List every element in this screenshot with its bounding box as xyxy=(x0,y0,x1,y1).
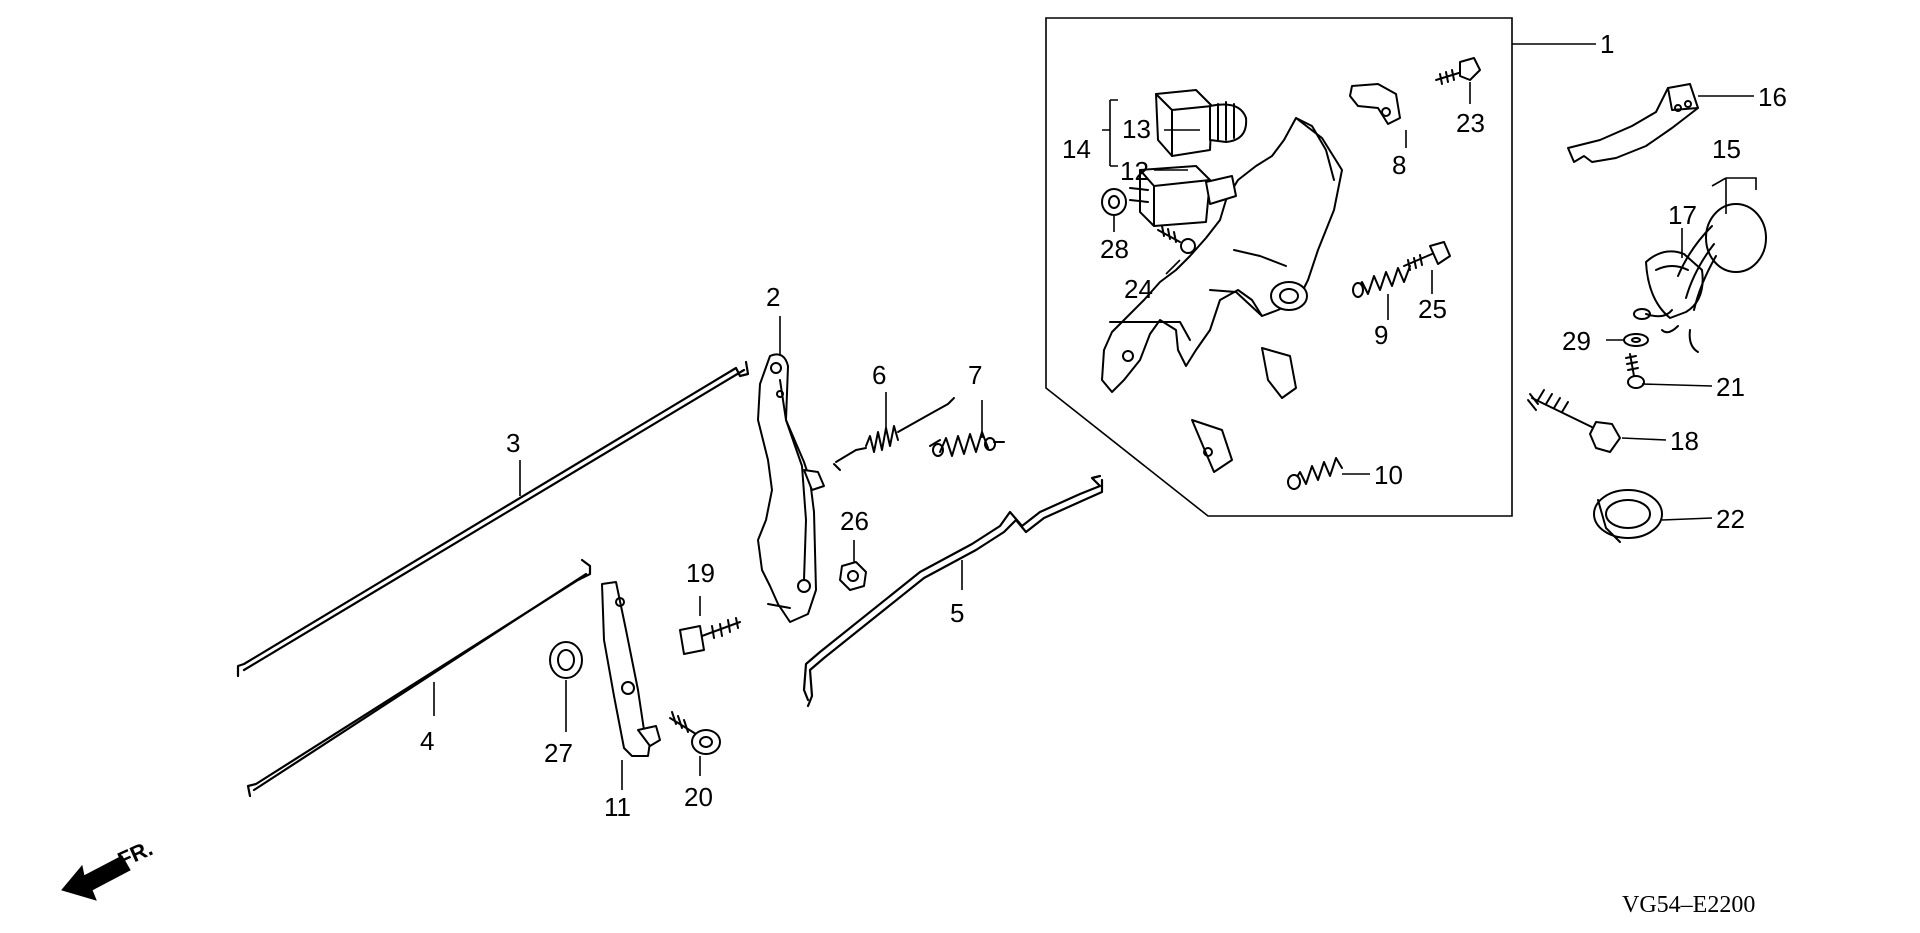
callout-16: 16 xyxy=(1758,82,1787,112)
switch-body-13 xyxy=(1155,89,1248,157)
spring-7 xyxy=(929,431,1005,457)
bolt-19 xyxy=(679,617,741,655)
callout-labels: 1 2 3 4 5 6 7 8 9 10 11 12 13 14 15 16 1… xyxy=(420,29,1787,822)
callout-27: 27 xyxy=(544,738,573,768)
callout-5: 5 xyxy=(950,598,964,628)
grommet-27 xyxy=(549,641,583,679)
front-direction-arrow: FR. xyxy=(61,835,156,901)
bolt-20 xyxy=(669,711,721,755)
control-base-bracket xyxy=(1101,117,1343,473)
assembly-group-outline xyxy=(1045,17,1513,517)
callout-2: 2 xyxy=(766,282,780,312)
spring-9 xyxy=(1352,265,1411,298)
rod-5 xyxy=(802,474,1104,708)
bolt-23 xyxy=(1435,57,1481,85)
screw-21 xyxy=(1625,353,1645,389)
callout-4: 4 xyxy=(420,726,434,756)
spring-10 xyxy=(1287,457,1343,490)
grommet-harness-15 xyxy=(1633,203,1767,353)
switch-12 xyxy=(1129,165,1237,227)
callout-1: 1 xyxy=(1600,29,1614,59)
bolt-25 xyxy=(1403,241,1451,271)
callout-6: 6 xyxy=(872,360,886,390)
callout-26: 26 xyxy=(840,506,869,536)
callout-20: 20 xyxy=(684,782,713,812)
callout-25: 25 xyxy=(1418,294,1447,324)
callout-7: 7 xyxy=(968,360,982,390)
callout-9: 9 xyxy=(1374,320,1388,350)
lever-2 xyxy=(757,353,825,623)
callout-15: 15 xyxy=(1712,134,1741,164)
bolt-18 xyxy=(1527,389,1621,453)
callout-3: 3 xyxy=(506,428,520,458)
callout-10: 10 xyxy=(1374,460,1403,490)
arm-11 xyxy=(601,581,661,757)
callout-12: 12 xyxy=(1120,156,1149,186)
clip-8 xyxy=(1349,83,1401,125)
rod-3 xyxy=(236,360,750,678)
arrow-left-icon xyxy=(61,855,131,901)
spring-6 xyxy=(833,397,955,471)
callout-19: 19 xyxy=(686,558,715,588)
callout-21: 21 xyxy=(1716,372,1745,402)
rod-4 xyxy=(246,558,592,798)
callout-8: 8 xyxy=(1392,150,1406,180)
callout-17: 17 xyxy=(1668,200,1697,230)
callout-11: 11 xyxy=(604,792,631,822)
callout-28: 28 xyxy=(1100,234,1129,264)
washer-29 xyxy=(1623,333,1649,347)
leader-lines xyxy=(433,43,1757,790)
nut-26 xyxy=(839,561,867,591)
washer-28 xyxy=(1101,188,1127,216)
screw-24 xyxy=(1157,225,1196,254)
callout-22: 22 xyxy=(1716,504,1745,534)
callout-24: 24 xyxy=(1124,274,1153,304)
callout-23: 23 xyxy=(1456,108,1485,138)
plate-16 xyxy=(1567,83,1699,163)
callout-18: 18 xyxy=(1670,426,1699,456)
callout-29: 29 xyxy=(1562,326,1591,356)
drawing-code: VG54–E2200 xyxy=(1622,892,1755,918)
callout-14: 14 xyxy=(1062,134,1091,164)
clamp-22 xyxy=(1593,489,1663,543)
callout-13: 13 xyxy=(1122,114,1151,144)
